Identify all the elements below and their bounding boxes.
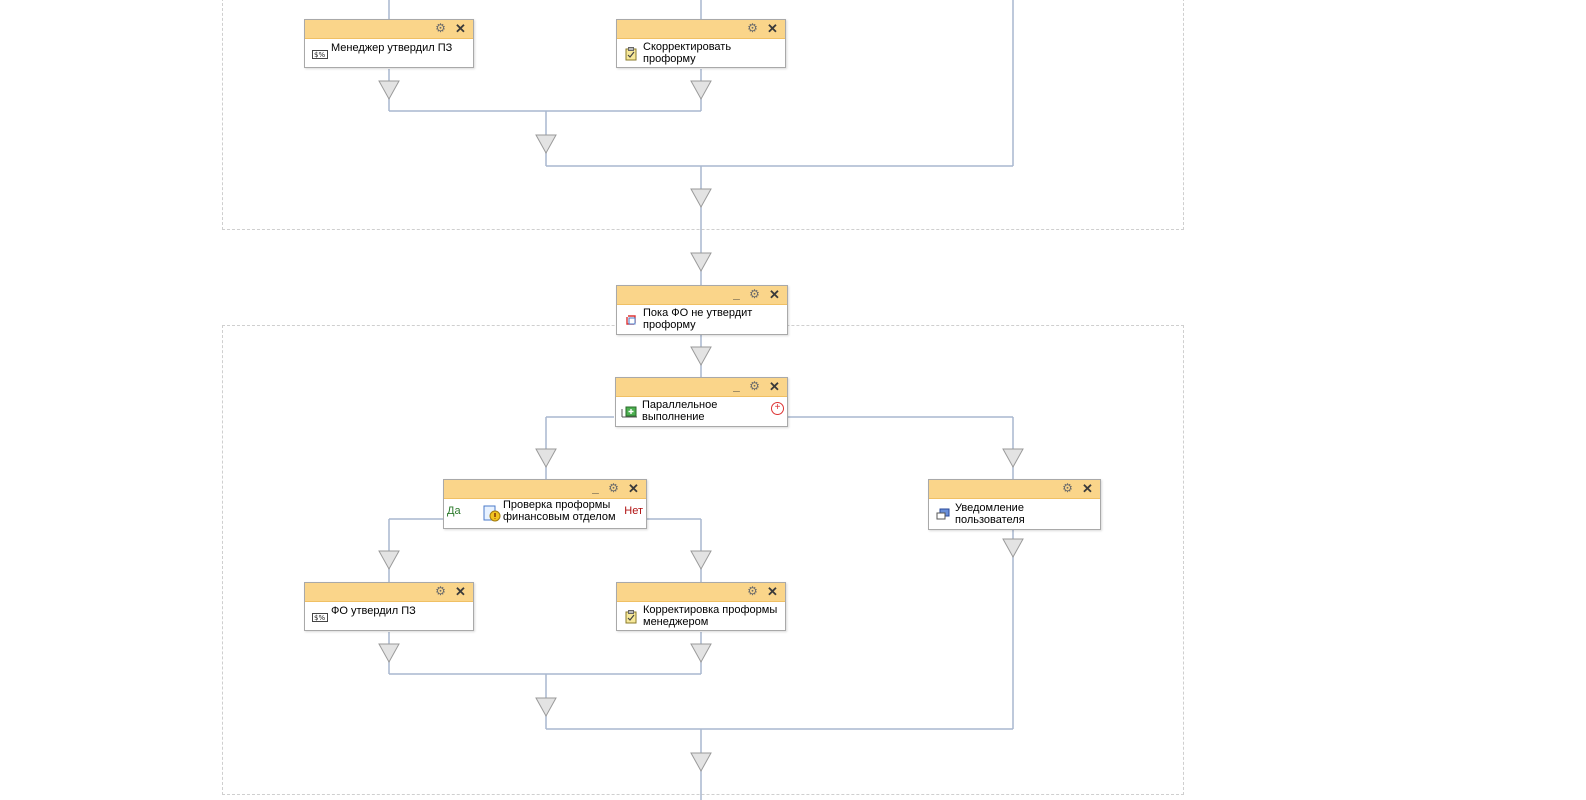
activity-header: _ ⚙ ✕ <box>444 480 646 499</box>
gear-icon[interactable]: ⚙ <box>435 21 446 35</box>
gear-icon[interactable]: ⚙ <box>749 287 760 301</box>
notification-icon <box>936 507 950 521</box>
collapse-icon[interactable]: _ <box>592 481 599 495</box>
activity-label: Проверка проформы финансовым отделом <box>503 499 616 523</box>
drop-arrow-icon[interactable] <box>1002 538 1024 559</box>
activity-label: Скорректировать проформу <box>643 41 732 65</box>
collapse-icon[interactable]: _ <box>733 287 740 301</box>
dollar-percent-icon: $% <box>312 610 328 624</box>
activity-label: ФО утвердил ПЗ <box>331 605 416 617</box>
activity-user-notification[interactable]: ⚙ ✕ Уведомление пользователя <box>928 479 1101 530</box>
gear-icon[interactable]: ⚙ <box>747 584 758 598</box>
close-icon[interactable]: ✕ <box>769 379 780 394</box>
activity-header: ⚙ ✕ <box>617 583 785 602</box>
activity-label: Пока ФО не утвердит проформу <box>643 307 753 331</box>
activity-finance-check[interactable]: _ ⚙ ✕ Да Проверка проформы финансовым от… <box>443 479 647 529</box>
activity-parallel[interactable]: _ ⚙ ✕ Параллельное выполнение + <box>615 377 788 427</box>
drop-arrow-icon[interactable] <box>378 550 400 571</box>
gear-icon[interactable]: ⚙ <box>435 584 446 598</box>
activity-header: ⚙ ✕ <box>617 20 785 39</box>
drop-arrow-icon[interactable] <box>690 643 712 664</box>
activity-header: _ ⚙ ✕ <box>616 378 787 397</box>
collapse-icon[interactable]: _ <box>733 379 740 393</box>
activity-label: Параллельное выполнение <box>642 399 718 423</box>
drop-arrow-icon[interactable] <box>690 550 712 571</box>
activity-label: Уведомление пользователя <box>955 502 1025 526</box>
drop-arrow-icon[interactable] <box>1002 448 1024 469</box>
close-icon[interactable]: ✕ <box>455 584 466 599</box>
activity-header: ⚙ ✕ <box>305 583 473 602</box>
close-icon[interactable]: ✕ <box>628 481 639 496</box>
activity-label: Менеджер утвердил ПЗ <box>331 42 453 54</box>
close-icon[interactable]: ✕ <box>769 287 780 302</box>
loop-icon <box>624 313 638 327</box>
add-branch-button[interactable]: + <box>771 402 784 415</box>
gear-icon[interactable]: ⚙ <box>749 379 760 393</box>
drop-arrow-icon[interactable] <box>690 752 712 773</box>
activity-fo-approved[interactable]: ⚙ ✕ $% ФО утвердил ПЗ <box>304 582 474 631</box>
sequence-region-top <box>222 0 1184 230</box>
drop-arrow-icon[interactable] <box>690 346 712 367</box>
activity-manager-approved[interactable]: ⚙ ✕ $% Менеджер утвердил ПЗ <box>304 19 474 68</box>
gear-icon[interactable]: ⚙ <box>1062 481 1073 495</box>
document-warning-icon <box>483 505 501 523</box>
drop-arrow-icon[interactable] <box>535 134 557 155</box>
drop-arrow-icon[interactable] <box>535 697 557 718</box>
connector-arrows <box>378 80 1024 773</box>
svg-text:$%: $% <box>314 614 325 622</box>
activity-header: _ ⚙ ✕ <box>617 286 787 305</box>
close-icon[interactable]: ✕ <box>767 584 778 599</box>
close-icon[interactable]: ✕ <box>1082 481 1093 496</box>
clipboard-task-icon <box>624 610 638 624</box>
close-icon[interactable]: ✕ <box>455 21 466 36</box>
activity-loop-while-fo[interactable]: _ ⚙ ✕ Пока ФО не утвердит проформу <box>616 285 788 335</box>
drop-arrow-icon[interactable] <box>690 80 712 101</box>
drop-arrow-icon[interactable] <box>690 188 712 209</box>
branch-yes-label: Да <box>447 505 461 517</box>
dollar-percent-icon: $% <box>312 47 328 61</box>
gear-icon[interactable]: ⚙ <box>608 481 619 495</box>
drop-arrow-icon[interactable] <box>535 448 557 469</box>
gear-icon[interactable]: ⚙ <box>747 21 758 35</box>
drop-arrow-icon[interactable] <box>378 80 400 101</box>
clipboard-task-icon <box>624 47 638 61</box>
parallel-icon <box>621 405 639 419</box>
activity-manager-correction[interactable]: ⚙ ✕ Корректировка проформы менеджером <box>616 582 786 631</box>
activity-header: ⚙ ✕ <box>305 20 473 39</box>
branch-no-label: Нет <box>624 505 643 517</box>
activity-label: Корректировка проформы менеджером <box>643 604 778 628</box>
activity-header: ⚙ ✕ <box>929 480 1100 499</box>
drop-arrow-icon[interactable] <box>378 643 400 664</box>
activity-correct-proforma[interactable]: ⚙ ✕ Скорректировать проформу <box>616 19 786 68</box>
svg-text:$%: $% <box>314 51 325 59</box>
close-icon[interactable]: ✕ <box>767 21 778 36</box>
drop-arrow-icon[interactable] <box>690 252 712 273</box>
